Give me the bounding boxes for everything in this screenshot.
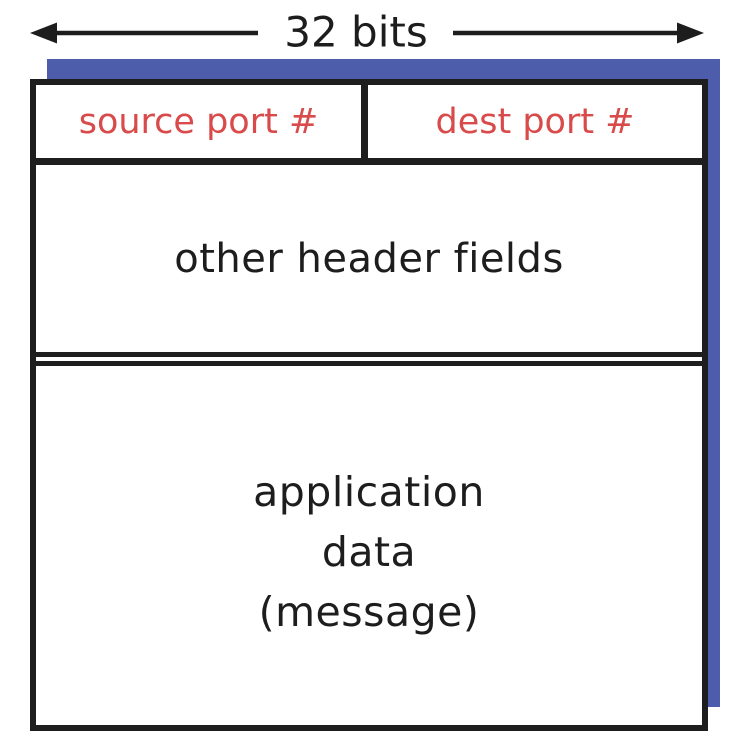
port-numbers-row: source port # dest port # <box>36 85 702 165</box>
application-data-line: application <box>253 467 485 516</box>
source-port-label: source port # <box>78 101 319 142</box>
application-data-line: data <box>321 527 417 576</box>
application-data-field: application data (message) <box>36 361 702 725</box>
dest-port-field: dest port # <box>368 85 702 158</box>
bits-width-annotation: 32 bits <box>0 0 746 66</box>
source-port-field: source port # <box>36 85 368 158</box>
left-arrow-icon <box>30 22 258 44</box>
segment-box: source port # dest port # other header f… <box>30 79 708 731</box>
right-arrow-icon <box>453 22 704 44</box>
dest-port-label: dest port # <box>435 101 635 142</box>
application-data-line: (message) <box>258 587 480 636</box>
other-header-fields-field: other header fields <box>36 165 702 357</box>
other-header-fields-label: other header fields <box>174 235 564 282</box>
bits-width-label: 32 bits <box>284 7 428 57</box>
